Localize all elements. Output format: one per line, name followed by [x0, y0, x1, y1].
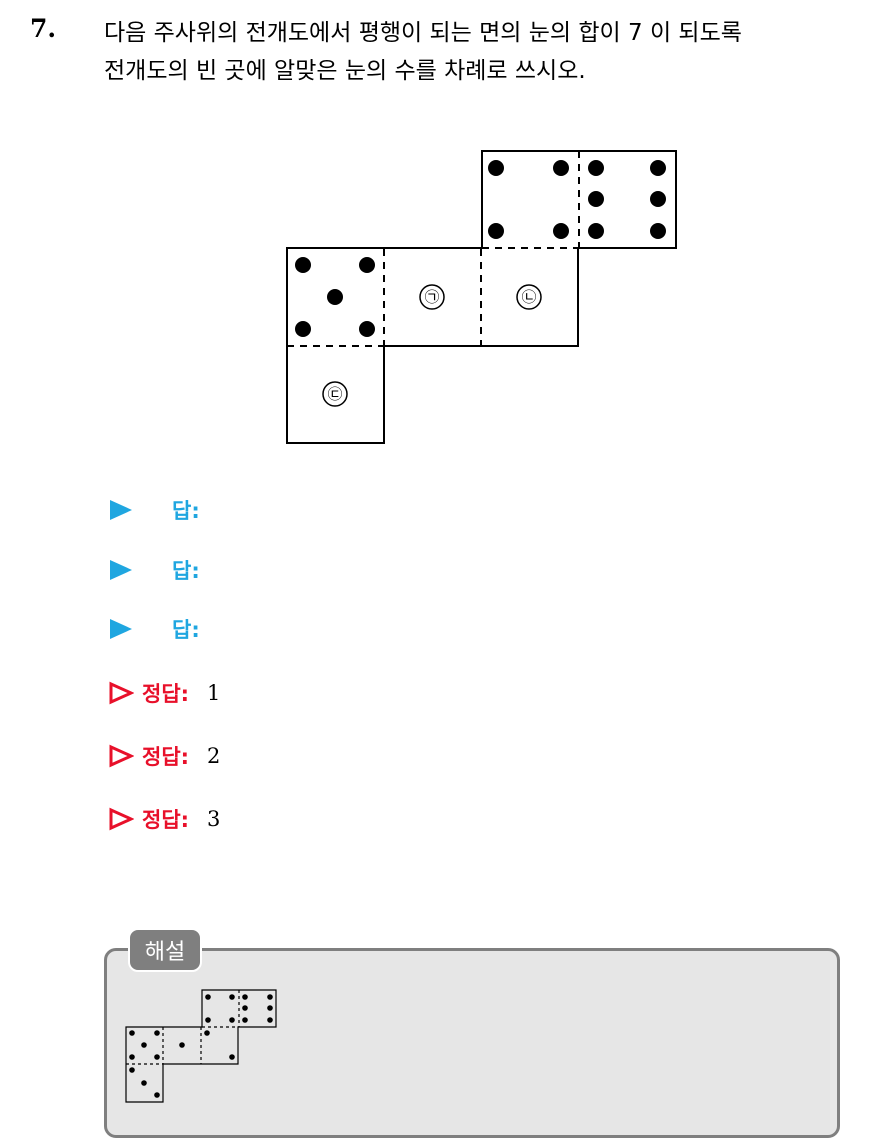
question-line-1: 다음 주사위의 전개도에서 평행이 되는 면의 눈의 합이 7 이 되도록	[104, 20, 742, 46]
face-top-left-pips	[488, 160, 569, 239]
question-number: 7.	[30, 14, 57, 43]
answer-label: 답:	[172, 499, 200, 523]
outline-triangle-icon	[109, 744, 134, 768]
question-text: 다음 주사위의 전개도에서 평행이 되는 면의 눈의 합이 7 이 되도록 전개…	[104, 14, 874, 90]
answer-label: 답:	[172, 618, 200, 642]
face-left-pips	[295, 257, 375, 337]
correct-answer-label: 정답:	[142, 808, 190, 832]
correct-answer-label: 정답:	[142, 745, 190, 769]
correct-answer-value: 1	[207, 681, 221, 705]
filled-triangle-icon	[110, 560, 132, 580]
face-top-right-pips	[588, 160, 666, 239]
correct-answer-label: 정답:	[142, 682, 190, 706]
correct-answer-row-3: 정답: 3	[108, 799, 220, 839]
face-label-a: ㉠	[424, 288, 439, 306]
correct-answer-value: 3	[207, 807, 221, 831]
solution-tab: 해설	[128, 928, 202, 972]
answer-row-2: 답:	[108, 550, 218, 590]
answer-row-3: 답:	[108, 609, 218, 649]
filled-triangle-icon	[110, 619, 132, 639]
outline-triangle-icon	[109, 681, 134, 705]
answer-label: 답:	[172, 559, 200, 583]
face-label-b: ㉡	[521, 288, 536, 306]
answer-row-1: 답:	[108, 490, 218, 530]
filled-triangle-icon	[110, 500, 132, 520]
question-line-2: 전개도의 빈 곳에 알맞은 눈의 수를 차례로 쓰시오.	[104, 58, 586, 84]
correct-answer-row-1: 정답: 1	[108, 673, 220, 713]
face-label-c: ㉢	[327, 385, 342, 403]
correct-answer-row-2: 정답: 2	[108, 736, 220, 776]
solution-box	[104, 948, 840, 1138]
correct-answer-value: 2	[207, 744, 221, 768]
outline-triangle-icon	[109, 807, 134, 831]
